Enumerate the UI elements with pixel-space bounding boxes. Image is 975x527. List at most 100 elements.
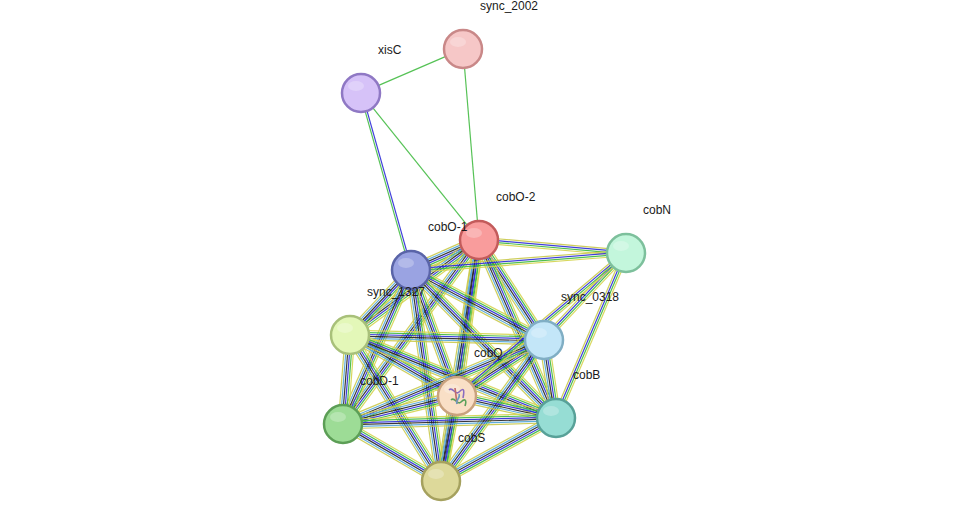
node-shape — [342, 74, 380, 112]
interaction-edge — [368, 331, 526, 345]
protein-label: cobO-2 — [496, 190, 535, 204]
protein-label: cobS — [458, 431, 485, 445]
interaction-edge — [455, 422, 543, 476]
node-shape — [537, 399, 575, 437]
node-shape — [438, 377, 476, 415]
protein-label: sync_2002 — [480, 0, 538, 13]
evidence-line — [429, 252, 608, 266]
interaction-edge — [356, 429, 428, 476]
evidence-line — [465, 67, 478, 222]
node-circle — [323, 404, 363, 444]
evidence-line — [372, 107, 467, 226]
protein-node: sync_1327 — [330, 315, 370, 355]
node-shape — [444, 30, 482, 68]
node-shape — [392, 251, 430, 289]
protein-label: cobO-1 — [428, 220, 467, 234]
node-gloss — [398, 258, 414, 268]
protein-label: xisC — [378, 43, 401, 57]
protein-label: cobB — [573, 368, 600, 382]
node-circle — [536, 398, 576, 438]
node-shape — [607, 234, 645, 272]
evidence-line — [360, 399, 439, 418]
protein-label: cobD-1 — [360, 374, 399, 388]
interaction-edge — [378, 56, 447, 86]
node-circle — [524, 320, 564, 360]
evidence-line — [473, 267, 615, 387]
node-circle — [341, 73, 381, 113]
node-gloss — [450, 37, 466, 47]
node-gloss — [543, 406, 559, 416]
protein-node: cobS — [421, 461, 461, 501]
interaction-edge — [560, 268, 621, 402]
evidence-line — [359, 396, 438, 415]
evidence-line — [475, 399, 539, 413]
interaction-edge — [361, 414, 538, 428]
node-circle — [391, 250, 431, 290]
evidence-line — [455, 422, 538, 468]
evidence-line — [457, 427, 540, 473]
evidence-line — [361, 429, 428, 468]
node-gloss — [348, 81, 364, 91]
evidence-line — [340, 353, 344, 406]
node-shape — [331, 316, 369, 354]
protein-node: cobN — [606, 233, 646, 273]
interaction-edge — [340, 353, 354, 407]
evidence-line — [356, 437, 423, 476]
interaction-edge — [465, 67, 478, 222]
evidence-line — [470, 264, 612, 384]
node-circle — [437, 376, 477, 416]
evidence-line — [455, 424, 538, 470]
evidence-line — [425, 283, 526, 336]
evidence-line — [357, 436, 424, 475]
interaction-edge — [429, 252, 609, 272]
protein-node: cobB — [536, 398, 576, 438]
protein-label: cobQ — [474, 346, 503, 360]
evidence-line — [368, 340, 526, 344]
evidence-line — [497, 241, 608, 251]
evidence-line — [429, 257, 608, 271]
structure-thumbnail — [449, 388, 466, 406]
evidence-line — [359, 432, 426, 471]
node-gloss — [531, 328, 547, 338]
node-gloss — [337, 323, 353, 333]
evidence-line — [360, 398, 439, 417]
protein-label: sync_0318 — [561, 290, 619, 304]
protein-label: sync_1327 — [367, 285, 425, 299]
node-shape — [422, 462, 460, 500]
evidence-line — [378, 56, 447, 86]
structure-ribbon — [451, 399, 466, 406]
node-circle — [443, 29, 483, 69]
evidence-line — [564, 270, 620, 402]
interaction-edge — [365, 110, 407, 253]
evidence-line — [560, 268, 616, 400]
evidence-line — [429, 253, 608, 267]
node-shape — [525, 321, 563, 359]
protein-node: cobO-1 — [391, 250, 431, 290]
evidence-line — [429, 274, 530, 327]
evidence-line — [469, 262, 611, 382]
evidence-line — [358, 434, 425, 473]
protein-node: cobD-1 — [323, 404, 363, 444]
interaction-edge — [497, 239, 609, 255]
evidence-line — [497, 239, 608, 249]
evidence-line — [455, 357, 537, 469]
protein-node: xisC — [341, 73, 381, 113]
interaction-edge — [372, 107, 467, 226]
node-circle — [421, 461, 461, 501]
evidence-line — [542, 359, 549, 401]
node-shape — [324, 405, 362, 443]
evidence-line — [475, 397, 539, 411]
interaction-edge — [542, 357, 558, 401]
evidence-line — [361, 423, 538, 428]
protein-node: sync_0318 — [524, 320, 564, 360]
node-circle — [606, 233, 646, 273]
evidence-line — [365, 111, 405, 253]
node-gloss — [330, 412, 346, 422]
node-gloss — [466, 228, 482, 238]
protein-label: cobN — [643, 203, 671, 217]
evidence-line — [360, 431, 427, 470]
node-circle — [330, 315, 370, 355]
evidence-line — [367, 110, 407, 252]
